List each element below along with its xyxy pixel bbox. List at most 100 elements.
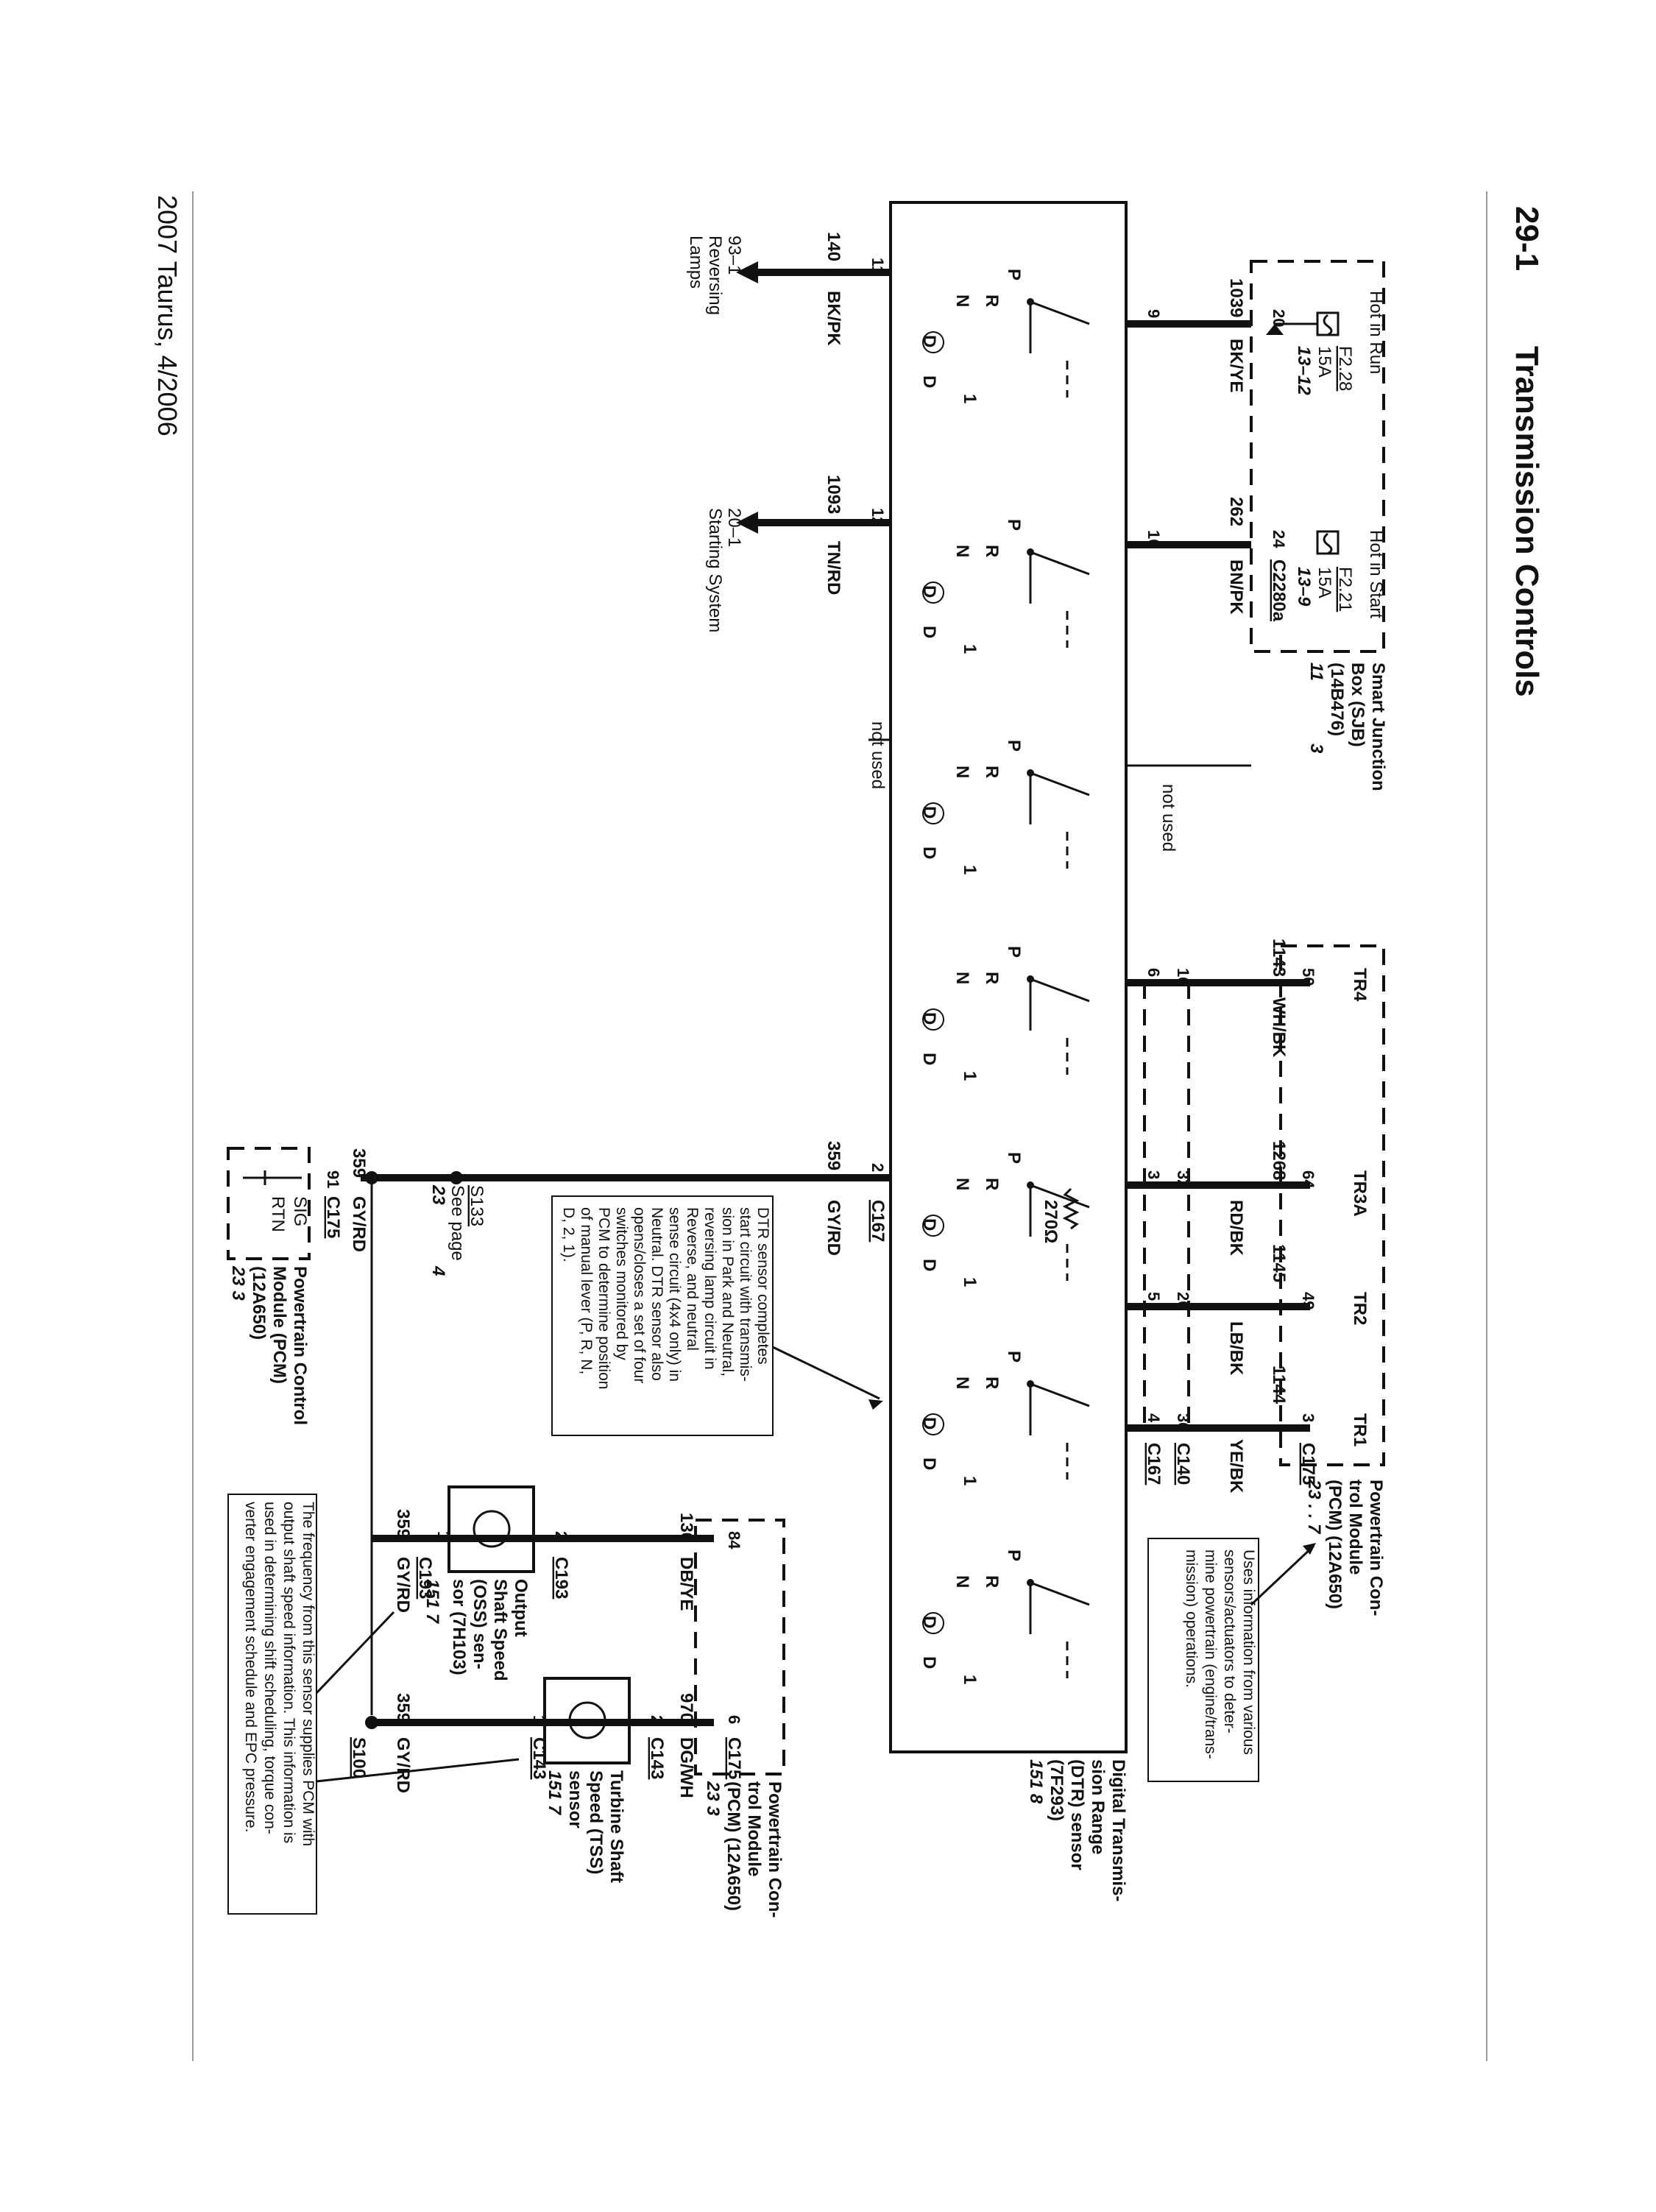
dtr-switch-groups: PRNDD1PRNDD1PRNDD1PRNDD1PRNDD1PRNDD1PRND… [919, 269, 1090, 1684]
switch-7-pos-4: D [919, 1616, 939, 1628]
oss-ret-circuit: 359 [393, 1509, 413, 1538]
pcm-top-box [1279, 944, 1385, 1466]
switch-4-pos-4: D [919, 1012, 939, 1025]
switch-7-pivot [1027, 1579, 1034, 1586]
oss-connector-bot: C193 [415, 1557, 435, 1599]
pcm-pin-tr4: 50 [1299, 968, 1317, 986]
wire7-c2280a-pin: 36 [1174, 1413, 1192, 1431]
wire7-circuit: 1144 [1269, 1365, 1289, 1404]
switch-1-pos-4: D [919, 335, 939, 347]
pcm-bl-title-1: Powertrain Control [290, 1266, 310, 1425]
tss-pcm-pin: 6 [725, 1715, 743, 1724]
switch-1-pos-1: P [1004, 269, 1024, 280]
switch-6-pos-4: D [919, 1417, 939, 1430]
switch-7-d-ring [922, 1612, 944, 1634]
dtr-note-1: DTR sensor completes [754, 1207, 771, 1365]
switch-3-pos-2: R [982, 766, 1002, 778]
switch-2-pos-3: N [952, 545, 972, 557]
tss-sensor-icon [568, 1701, 606, 1739]
sensor-note-3: used in determining shift scheduling, to… [261, 1502, 278, 1834]
tss-pcm-connector: C175 [724, 1737, 744, 1779]
splice-s133 [450, 1171, 463, 1184]
wire7-color: YE/BK [1226, 1439, 1246, 1494]
pcm-top-title-1: Powertrain Con- [1366, 1480, 1386, 1616]
dtr-note-7: Neutral. DTR sensor also [648, 1207, 665, 1381]
bottom1-color: BK/PK [824, 291, 843, 346]
switch-3-pos-5: D [919, 847, 939, 859]
sjb-ref-page: 3 [1306, 743, 1326, 754]
dtr-title-3: (DTR) sensor [1067, 1759, 1087, 1870]
switch-4-pos-2: R [982, 972, 1002, 984]
fuse-run-arrow [1266, 324, 1284, 335]
sjb-title-3: (14B476) [1327, 662, 1347, 736]
switch-2-pos-6: 1 [960, 644, 980, 654]
switch-2-pivot [1027, 548, 1034, 556]
bottom3-color: GY/RD [824, 1200, 843, 1256]
wire7-dtr-pin: 4 [1144, 1413, 1163, 1423]
sjb-ref-num: 11 [1306, 662, 1326, 681]
switch-1-pos-2: R [982, 294, 1002, 307]
tss-sensor-box [543, 1677, 631, 1764]
switch-1-blade [1030, 300, 1090, 325]
page-title: Transmission Controls [1509, 346, 1545, 697]
wire6-circuit: 1145 [1269, 1244, 1289, 1282]
switch-6-d-ring [922, 1413, 944, 1435]
tss-color: DG/WH [676, 1737, 696, 1798]
wire1-dtr-pin: 9 [1144, 309, 1163, 318]
oss-pin-top: 2 [552, 1531, 570, 1540]
wire6-dtr-pin: 5 [1144, 1292, 1163, 1301]
switch-3-d-ring [922, 802, 944, 824]
oss-title-3: (OSS) sen- [470, 1579, 489, 1669]
switch-2-pos-5: D [919, 626, 939, 638]
pcm-pin-tr4-label: TR4 [1350, 968, 1370, 1002]
fuse-start-head: Hot in Start [1366, 530, 1386, 618]
wire6-c2280a-pin: 20 [1174, 1292, 1192, 1310]
bottom1-dest-line-1: Reversing [705, 236, 725, 315]
not-used-top: not used [1158, 784, 1178, 852]
splice-color: GY/RD [349, 1196, 369, 1252]
fuse-run-amp: 15A [1314, 346, 1334, 378]
switch-7-pos-2: R [982, 1575, 1002, 1588]
oss-pin-bot: 1 [434, 1531, 453, 1540]
wire4-dtr-pin: 6 [1144, 968, 1163, 977]
switch-6-pos-3: N [952, 1377, 972, 1389]
switch-1-pivot [1027, 298, 1034, 305]
dtr-note-3: sion in Park and Neutral, [719, 1207, 736, 1377]
switch-2-d-ring [922, 582, 944, 604]
switch-7-pos-3: N [952, 1575, 972, 1588]
tss-ret-color: GY/RD [393, 1737, 413, 1793]
switch-5-pivot [1027, 1181, 1034, 1189]
oss-sensor-icon [473, 1510, 511, 1548]
wire5-c2280a-pin: 32 [1174, 1170, 1192, 1188]
bottom2-dest: 20–1 [724, 508, 744, 547]
wire4-c2280a-pin: 16 [1174, 968, 1192, 986]
wire2-circuit: 262 [1226, 497, 1246, 526]
dtr-note-pointer [772, 1346, 880, 1400]
bottom3-circuit: 359 [824, 1141, 843, 1170]
sensor-note-4: verter engagement schedule and EPC press… [242, 1502, 259, 1832]
switch-4-pos-6: 1 [960, 1071, 980, 1081]
dtr-note-10: PCM to determine position [595, 1207, 612, 1389]
wire4-circuit: 1143 [1269, 939, 1289, 977]
dtr-note-9: switches monitored by [613, 1207, 630, 1360]
pcm-bl-sig: SIG [290, 1196, 310, 1226]
switch-5-pos-2: R [982, 1178, 1002, 1190]
switch-2-pos-1: P [1004, 519, 1024, 531]
switch-5-pos-4: D [919, 1218, 939, 1231]
switch-4-d-ring [922, 1008, 944, 1031]
fuse-run-element [1323, 314, 1333, 336]
switch-1-pos-6: 1 [960, 394, 980, 403]
c167-top-label: C167 [1144, 1443, 1164, 1485]
switch-7-pos-6: 1 [960, 1675, 980, 1684]
pcm-note-box [1147, 1538, 1259, 1782]
splice-connector: C175 [323, 1196, 343, 1238]
switch-1-pos-3: N [952, 294, 972, 307]
pcm-br-title-1: Powertrain Con- [765, 1781, 785, 1918]
dtr-note-11: of manual lever (P, R, N, [578, 1207, 595, 1374]
switch-6-pos-5: D [919, 1457, 939, 1470]
switch-3-blade [1030, 771, 1090, 796]
pcm-top-connector: C175 [1298, 1443, 1318, 1485]
wire5-dtr-pin: 3 [1144, 1170, 1163, 1179]
bottom3-connector: C167 [868, 1200, 888, 1242]
